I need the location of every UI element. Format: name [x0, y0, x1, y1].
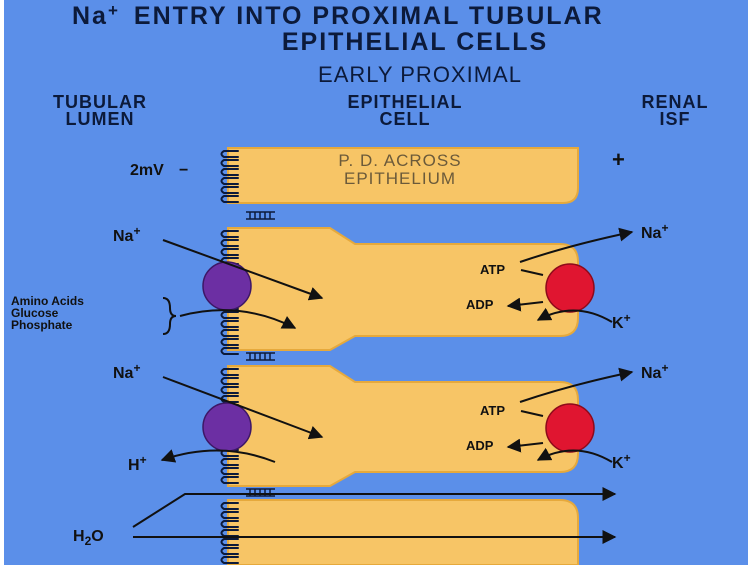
epithelial-cell-bottom — [228, 500, 578, 565]
atp-label-2: ATP — [480, 403, 505, 418]
tight-junction-2 — [246, 353, 275, 360]
header-lumen-2: LUMEN — [66, 109, 135, 129]
epithelial-cell-2 — [228, 366, 578, 486]
voltage-label: 2mV — [130, 162, 164, 179]
title-line-1: Na+ENTRY INTO PROXIMAL TUBULAR — [72, 1, 604, 30]
pd-label-1: P. D. ACROSS — [338, 151, 461, 170]
pd-label-2: EPITHELIUM — [344, 169, 456, 188]
minus-sign: − — [179, 162, 188, 179]
subtitle: EARLY PROXIMAL — [318, 62, 522, 87]
adp-label-2: ADP — [466, 438, 494, 453]
plus-sign: + — [612, 147, 625, 172]
tight-junction-1 — [246, 212, 275, 219]
epithelial-cell-1 — [228, 228, 578, 350]
title-line-2: EPITHELIAL CELLS — [282, 28, 548, 56]
cotransport-label-3: Phosphate — [11, 318, 73, 332]
na-h-exchanger — [203, 403, 251, 451]
na-k-atpase-pump-2 — [546, 404, 594, 452]
na-k-atpase-pump-1 — [546, 264, 594, 312]
adp-label-1: ADP — [466, 297, 494, 312]
header-cell-2: CELL — [380, 109, 431, 129]
atp-label-1: ATP — [480, 262, 505, 277]
header-isf-2: ISF — [659, 109, 690, 129]
